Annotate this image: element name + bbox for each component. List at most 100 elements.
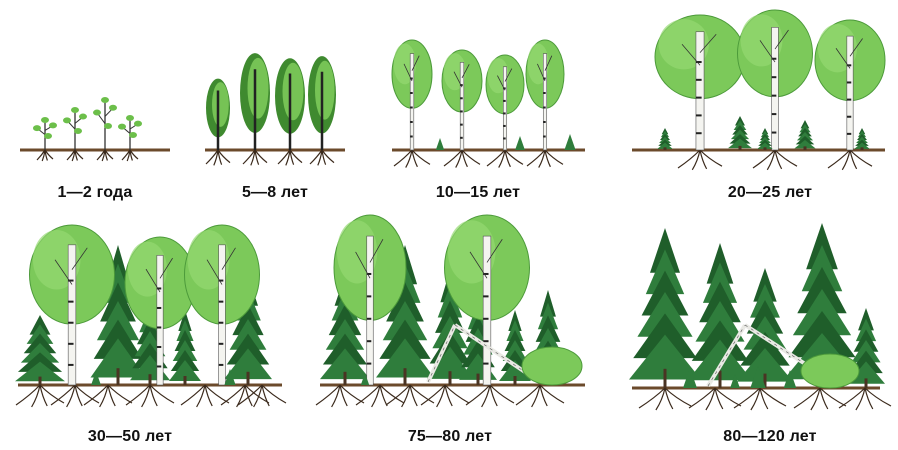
sapling-leaf xyxy=(118,124,126,130)
shrub xyxy=(801,354,859,388)
birch-bark-mark xyxy=(847,99,851,101)
sapling-leaf xyxy=(104,123,112,129)
birch-bark-mark xyxy=(543,121,545,123)
spruce-trunk xyxy=(247,372,250,385)
birch-bark-mark xyxy=(847,133,851,135)
sapling-leaf xyxy=(93,110,101,116)
birch-bark-mark xyxy=(410,136,413,138)
birch-bark-mark xyxy=(696,79,702,81)
spruce-trunk xyxy=(184,376,187,385)
birch-bark-mark xyxy=(772,132,777,134)
birch-bark-mark xyxy=(772,76,777,78)
sapling-leaf xyxy=(41,117,49,123)
spruce-trunk xyxy=(449,371,452,385)
sapling-leaf xyxy=(49,122,57,128)
root-system xyxy=(689,388,741,410)
birch-bark-mark xyxy=(219,343,224,345)
root-system xyxy=(753,150,797,170)
root-system xyxy=(678,150,722,170)
birch-bark-mark xyxy=(772,95,777,97)
root-system xyxy=(278,150,302,165)
root-system xyxy=(122,150,138,161)
birch-bark-mark xyxy=(503,137,505,139)
birch-bark-mark xyxy=(483,318,488,320)
stage-3-scene xyxy=(392,40,585,168)
stage-3-caption: 10—15 лет xyxy=(436,184,520,202)
stage-4-caption: 20—25 лет xyxy=(728,184,812,202)
birch-bark-mark xyxy=(503,125,505,127)
small-fir xyxy=(564,134,575,150)
stage-6-scene xyxy=(316,215,585,407)
stage-1-caption: 1—2 года xyxy=(58,184,133,202)
birch-bark-mark xyxy=(219,322,224,324)
sapling-leaf xyxy=(63,117,71,123)
sapling-leaf xyxy=(33,125,41,131)
stage-4-scene xyxy=(632,10,885,170)
birch-bark-mark xyxy=(410,92,413,94)
birch-bark-mark xyxy=(157,365,161,367)
birch-bark-mark xyxy=(410,107,413,109)
spruce-trunk xyxy=(804,146,807,150)
birch-bark-mark xyxy=(503,100,505,102)
root-system xyxy=(206,150,230,165)
birch-bark-mark xyxy=(483,340,488,342)
birch-bark-mark xyxy=(483,295,488,297)
spruce-trunk xyxy=(865,378,868,388)
birch-bark-mark xyxy=(157,326,161,328)
stage-6-caption: 75—80 лет xyxy=(408,428,492,446)
root-system xyxy=(51,385,99,407)
sapling-leaf xyxy=(74,128,82,134)
birch-bark-mark xyxy=(367,295,372,297)
root-system xyxy=(84,385,132,407)
birch-bark-mark xyxy=(543,107,545,109)
birch-bark-mark xyxy=(460,137,463,139)
birch-bark-mark xyxy=(219,301,224,303)
root-system xyxy=(527,150,563,168)
young-birch-crown-light xyxy=(283,63,304,121)
birch-bark-mark xyxy=(696,132,702,134)
sapling-leaf xyxy=(129,132,137,138)
root-system xyxy=(126,385,174,407)
root-system xyxy=(356,385,404,407)
birch-bark-mark xyxy=(483,363,488,365)
sapling-branch xyxy=(98,114,105,124)
spruce-trunk xyxy=(861,147,864,150)
spruce-trunk xyxy=(344,372,347,385)
birch-bark-mark xyxy=(847,116,851,118)
sapling-leaf xyxy=(44,133,52,139)
small-fir xyxy=(436,138,444,150)
root-system xyxy=(444,150,480,168)
sapling-leaf xyxy=(134,121,142,127)
birch-bark-mark xyxy=(460,110,463,112)
birch-bark-mark xyxy=(68,364,73,366)
birch-bark-mark xyxy=(543,136,545,138)
birch-bark-mark xyxy=(696,114,702,116)
sapling-leaf xyxy=(71,107,79,113)
birch-bark-mark xyxy=(543,92,545,94)
stage-5-scene xyxy=(15,225,286,407)
young-birch-crown-light xyxy=(248,58,269,119)
stage-7-caption: 80—120 лет xyxy=(723,428,816,446)
root-system xyxy=(421,385,469,407)
spruce-trunk xyxy=(477,374,480,385)
spruce-trunk xyxy=(117,368,120,385)
root-system xyxy=(243,150,267,165)
birch-bark-mark xyxy=(460,124,463,126)
root-system xyxy=(828,150,872,170)
spruce-trunk xyxy=(514,376,517,385)
root-system xyxy=(734,388,786,410)
spruce-trunk xyxy=(149,374,152,385)
root-system xyxy=(181,385,229,407)
young-birch-crown-light xyxy=(315,61,335,120)
spruce-trunk xyxy=(404,368,407,385)
birch-bark-mark xyxy=(410,121,413,123)
spruce-trunk xyxy=(664,369,667,388)
birch-bark-mark xyxy=(68,301,73,303)
birch-bark-mark xyxy=(772,113,777,115)
small-fir xyxy=(515,136,525,150)
spruce-trunk xyxy=(764,147,767,150)
spruce-trunk xyxy=(739,146,742,150)
birch-bark-mark xyxy=(696,97,702,99)
sapling-leaf xyxy=(101,97,109,103)
